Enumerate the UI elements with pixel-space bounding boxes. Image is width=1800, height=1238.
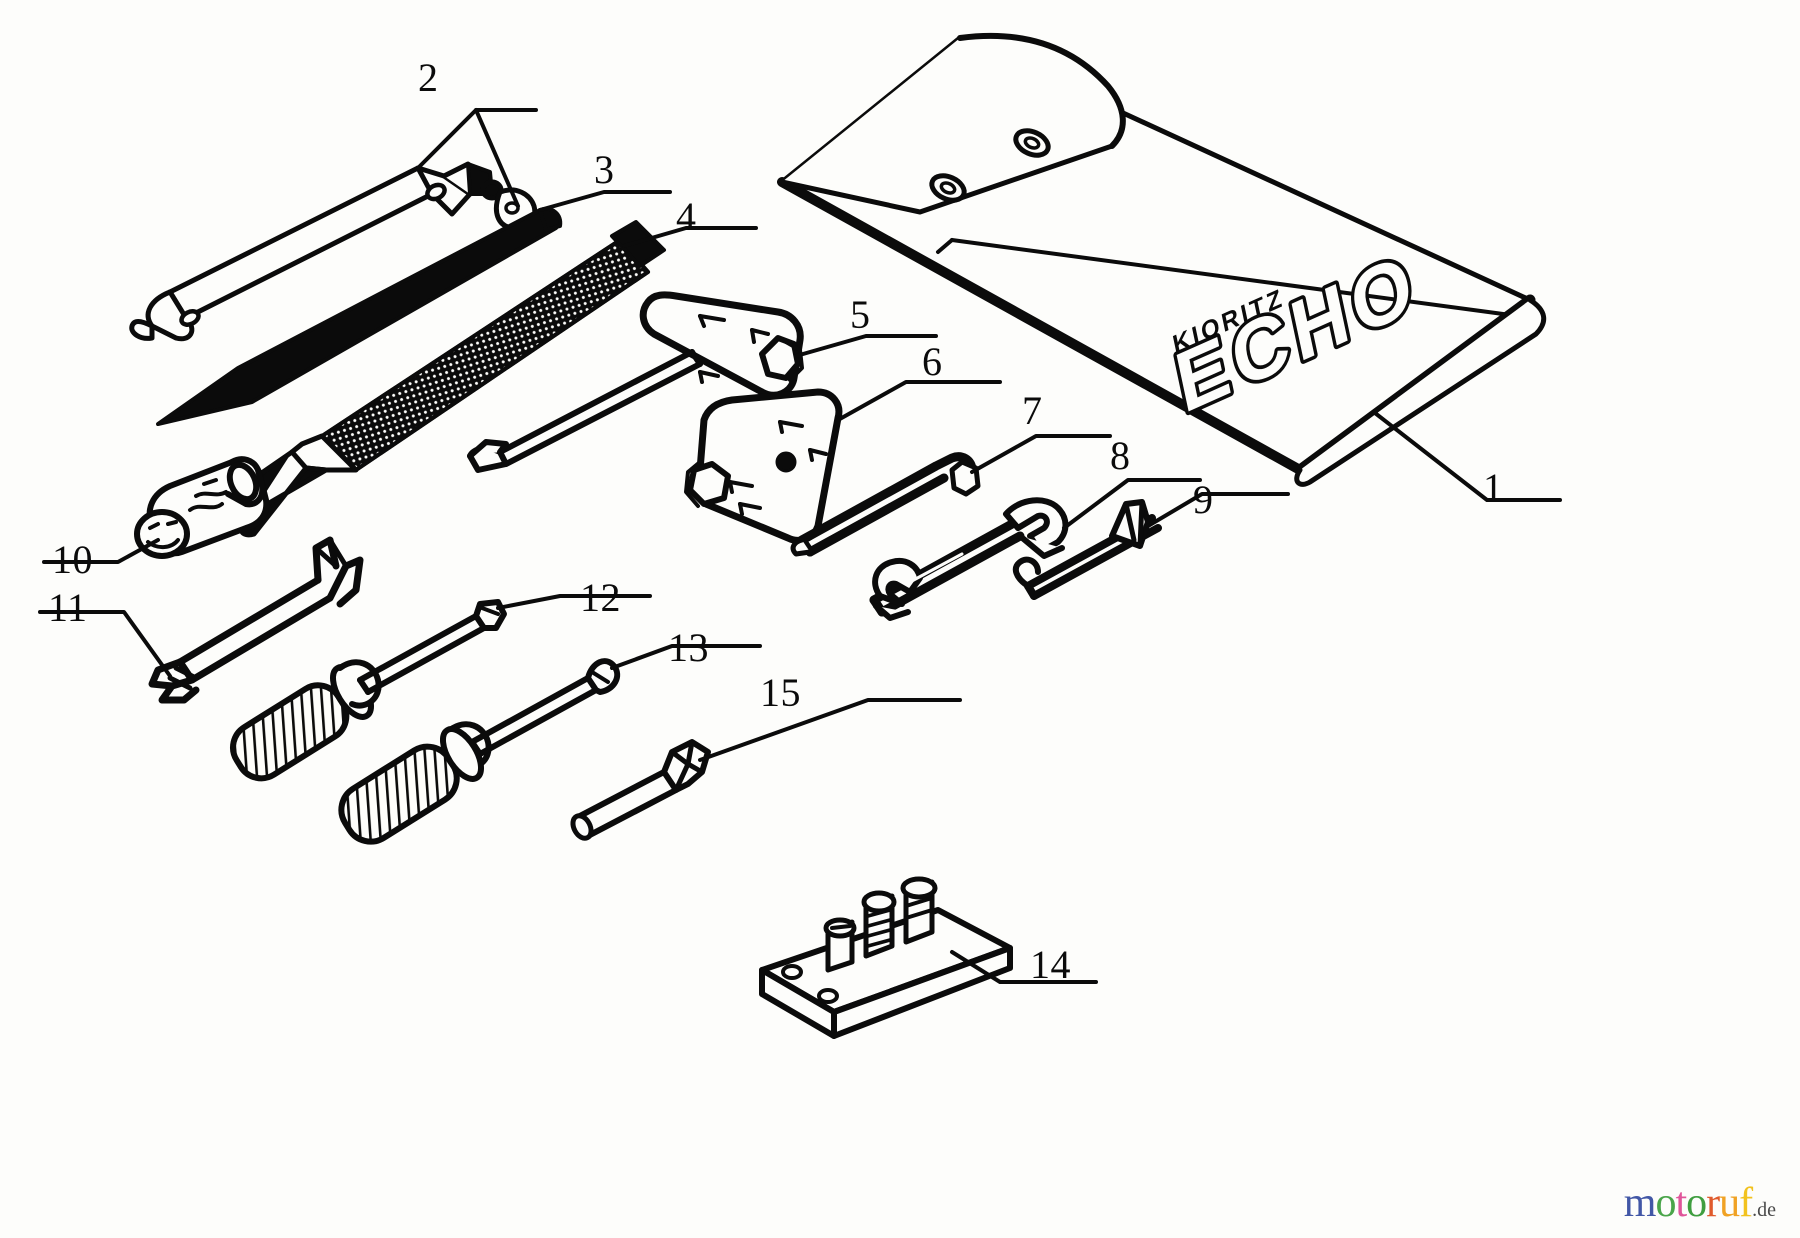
part-round-file xyxy=(156,207,563,426)
leader-15 xyxy=(698,698,962,762)
part-file-holder xyxy=(129,161,538,342)
leader-4 xyxy=(622,226,758,248)
leader-10 xyxy=(42,538,160,564)
callout-number-1: 1 xyxy=(1483,465,1504,510)
watermark-letter-o2: o xyxy=(1686,1180,1707,1226)
part-tool-pouch xyxy=(777,32,1547,487)
leader-14 xyxy=(950,950,1098,984)
callout-number-6: 6 xyxy=(922,339,943,384)
watermark-suffix: .de xyxy=(1752,1199,1776,1221)
callout-number-7: 7 xyxy=(1022,388,1043,433)
watermark-letter-f: f xyxy=(1739,1180,1753,1226)
part-screwdriver-phillips xyxy=(338,658,621,845)
part-fork-tool xyxy=(148,536,364,704)
callout-number-8: 8 xyxy=(1110,433,1131,478)
leader-3 xyxy=(538,190,672,212)
callout-number-13: 13 xyxy=(668,625,709,670)
watermark-letter-o1: o xyxy=(1655,1180,1676,1226)
part-socket-tube xyxy=(570,739,711,841)
callout-number-15: 15 xyxy=(760,670,801,715)
callout-number-5: 5 xyxy=(850,292,871,337)
callout-number-12: 12 xyxy=(580,575,621,620)
watermark-letter-r: r xyxy=(1706,1180,1720,1226)
leader-2 xyxy=(416,108,538,208)
leader-9 xyxy=(1146,492,1290,528)
watermark-letter-u: u xyxy=(1719,1180,1740,1226)
callout-number-14: 14 xyxy=(1030,942,1071,987)
part-screw-plate-assembly xyxy=(759,876,1013,1039)
leader-5 xyxy=(794,334,938,358)
watermark-letter-t: t xyxy=(1675,1180,1687,1226)
part-t-wrench-spark-plug xyxy=(467,291,804,473)
part-box-socket-wrench xyxy=(684,388,843,544)
part-open-end-wrench xyxy=(869,497,1069,621)
callout-number-2: 2 xyxy=(418,55,439,100)
leader-11 xyxy=(38,610,172,678)
part-small-hook-tool xyxy=(1012,499,1162,600)
callout-number-3: 3 xyxy=(594,147,615,192)
callout-number-10: 10 xyxy=(52,537,93,582)
leader-8 xyxy=(1062,478,1202,530)
watermark-logo: motoruf.de xyxy=(1624,1182,1776,1224)
leader-6 xyxy=(836,380,1002,422)
leader-1 xyxy=(1373,411,1562,502)
leader-7 xyxy=(970,434,1112,474)
callout-number-11: 11 xyxy=(48,585,88,630)
leader-13 xyxy=(610,644,762,670)
callout-number-4: 4 xyxy=(676,194,697,239)
part-screwdriver-flat xyxy=(230,599,507,782)
leader-12 xyxy=(496,594,652,610)
callout-number-9: 9 xyxy=(1193,477,1214,522)
watermark-letter-m: m xyxy=(1623,1180,1657,1226)
